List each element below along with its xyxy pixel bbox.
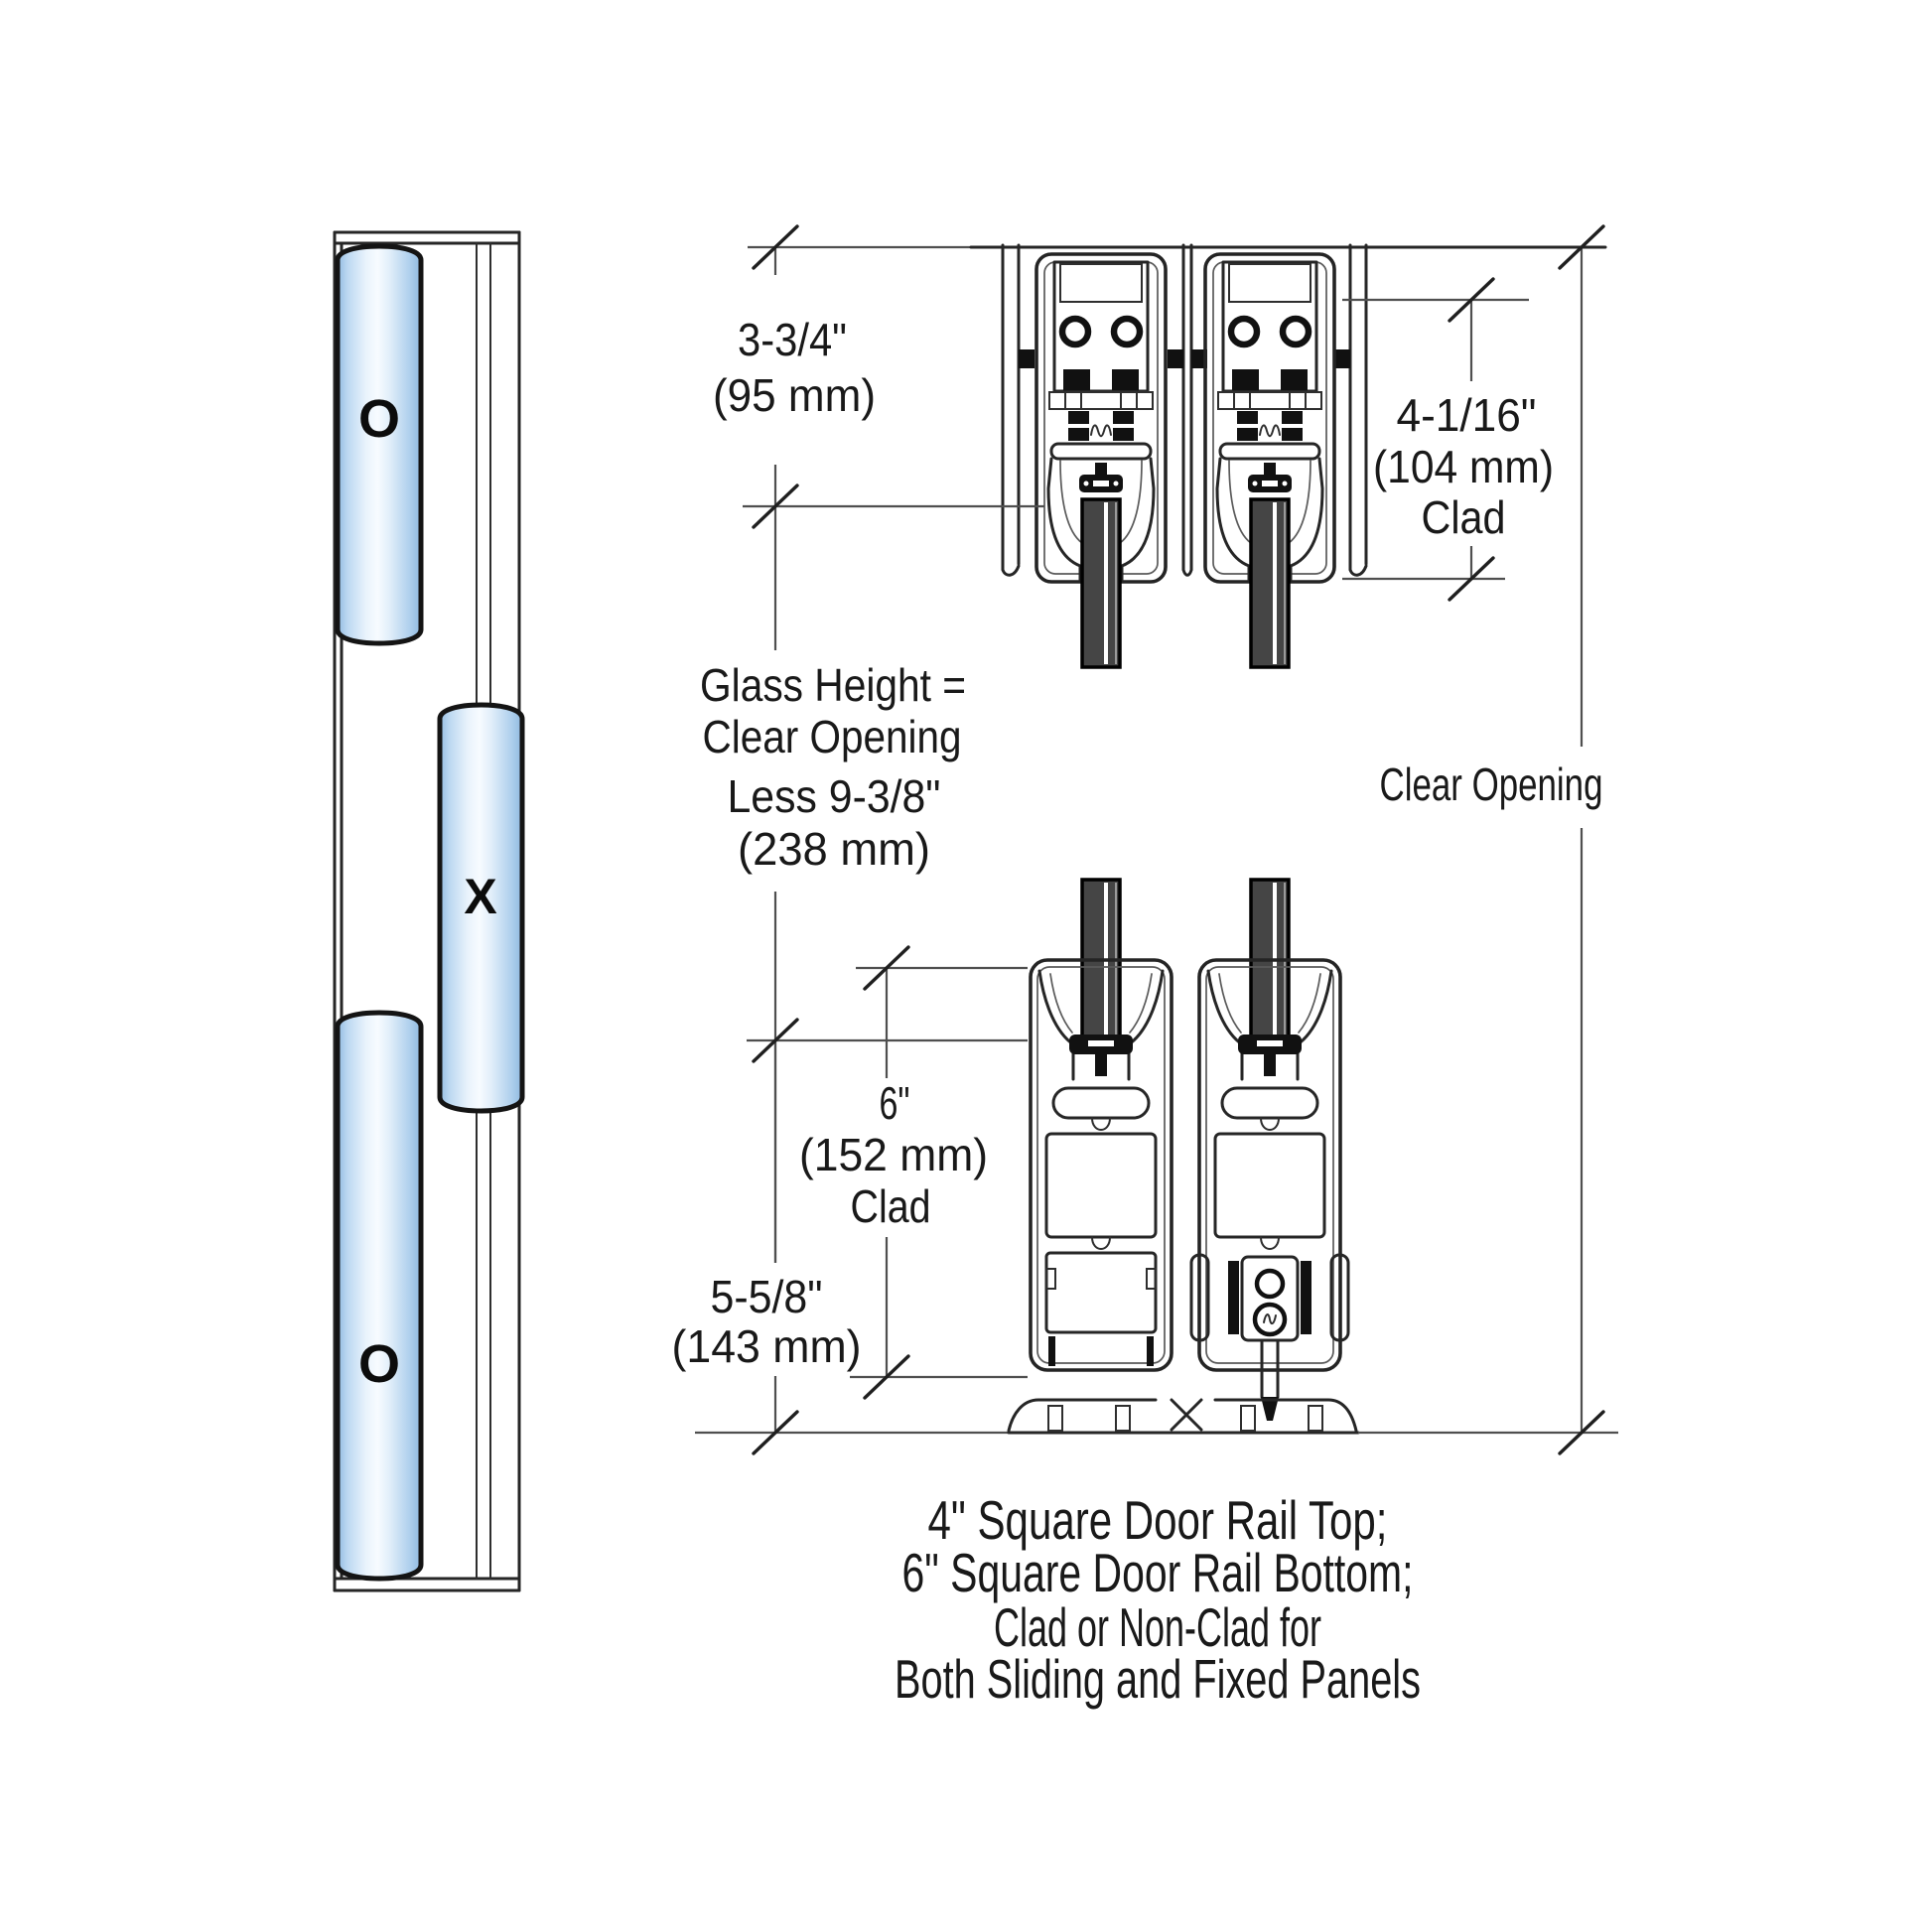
- caption-line-3: Clad or Non-Clad for: [994, 1596, 1321, 1658]
- glass-panel-fixed-bottom: [335, 1010, 424, 1582]
- top-hanger-fixed-panel: [1205, 254, 1334, 667]
- floor-track: [1007, 1398, 1358, 1433]
- adjustment-wheel: [1254, 1268, 1286, 1300]
- dim-clear-opening: Clear Opening: [1380, 224, 1605, 1455]
- elevation-view: O X O: [333, 230, 525, 1592]
- anti-lift-tab: [1019, 349, 1035, 368]
- dim-top-rail-clad-note: Clad: [1422, 491, 1506, 543]
- dim-glass-height-line1: Glass Height =: [700, 659, 966, 711]
- panel-label-fixed-top: O: [358, 389, 400, 449]
- glass-panel-sliding: [437, 702, 525, 1114]
- panel-label-fixed-bottom: O: [358, 1334, 400, 1394]
- panel-label-sliding: X: [464, 869, 496, 924]
- bottom-rail-fixed: [1029, 878, 1173, 1372]
- anti-lift-tab: [1334, 349, 1350, 368]
- caption-line-4: Both Sliding and Fixed Panels: [895, 1648, 1421, 1710]
- dim-top-rail-height-metric: (95 mm): [713, 369, 876, 421]
- dim-top-rail-height-value: 3-3/4": [738, 314, 847, 365]
- dim-bottom-rail-height-metric: (143 mm): [672, 1320, 862, 1372]
- dim-glass-height-line2: Clear Opening: [703, 711, 962, 762]
- caption-line-2: 6" Square Door Rail Bottom;: [902, 1542, 1414, 1603]
- dim-bottom-rail-clad-metric: (152 mm): [799, 1129, 988, 1180]
- dim-bottom-rail-clad-value: 6": [880, 1077, 910, 1129]
- header-channel: [1001, 243, 1368, 577]
- caption-line-1: 4" Square Door Rail Top;: [928, 1489, 1388, 1551]
- anti-lift-tab: [1191, 349, 1207, 368]
- bottom-rail-section: [1007, 878, 1358, 1433]
- dim-glass-height: Glass Height = Clear Opening Less 9-3/8"…: [700, 659, 966, 1263]
- dim-top-rail-clad-value: 4-1/16": [1397, 389, 1537, 441]
- dim-top-rail-height: 3-3/4" (95 mm): [713, 224, 1044, 650]
- dim-glass-height-line4: (238 mm): [738, 823, 930, 875]
- dim-glass-height-line3: Less 9-3/8": [728, 770, 941, 822]
- top-rail-section: [1001, 243, 1368, 667]
- dim-bottom-rail-clad-note: Clad: [851, 1180, 931, 1232]
- top-hanger-sliding-panel: [1036, 254, 1166, 667]
- bottom-rail-roller-assembly: [1189, 1253, 1350, 1421]
- glass-panel-fixed-top: [335, 243, 424, 646]
- dim-top-rail-clad-metric: (104 mm): [1373, 441, 1554, 492]
- caption: 4" Square Door Rail Top; 6" Square Door …: [895, 1489, 1421, 1710]
- anti-lift-tab: [1168, 349, 1183, 368]
- dim-clear-opening-label: Clear Opening: [1380, 759, 1603, 810]
- dim-bottom-rail-clad: 6" (152 mm) Clad: [799, 945, 1028, 1400]
- dim-bottom-rail-height-value: 5-5/8": [711, 1271, 823, 1322]
- bottom-rail-fixed-lower: [1044, 1251, 1158, 1366]
- dim-bottom-rail-height: 5-5/8" (143 mm): [672, 1018, 1028, 1455]
- dim-top-rail-clad: 4-1/16" (104 mm) Clad: [1342, 277, 1554, 602]
